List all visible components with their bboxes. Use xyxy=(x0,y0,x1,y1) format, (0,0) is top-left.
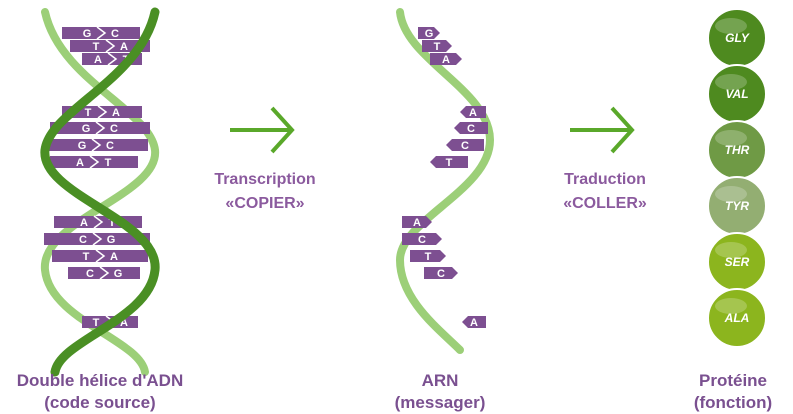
base-letter-left: G xyxy=(78,140,87,152)
rna-backbone xyxy=(395,8,495,354)
amino-acid-label: THR xyxy=(725,143,750,157)
base-letter-left: T xyxy=(85,107,92,119)
base-letter-right: A xyxy=(120,41,128,53)
rna-base-letter: A xyxy=(413,217,421,229)
rna-base-letter: C xyxy=(437,268,445,280)
rna-base-letter: C xyxy=(461,140,469,152)
amino-acid-bead: SER xyxy=(707,232,767,292)
base-letter-right: C xyxy=(106,140,114,152)
amino-acid-bead: TYR xyxy=(707,176,767,236)
rna-base: A xyxy=(460,106,486,119)
rna-base: C xyxy=(454,122,488,135)
rna-base: T xyxy=(422,40,452,53)
base-letter-right: G xyxy=(107,234,116,246)
base-letter-right: T xyxy=(105,157,112,169)
protein-chain: GLY VAL THR TYR SER ALA xyxy=(707,8,767,348)
rna-base: C xyxy=(446,139,484,152)
transcription-title: Transcription xyxy=(214,171,316,188)
dna-caption-title: Double hélice d'ADN xyxy=(16,371,184,390)
rna-base-letter: T xyxy=(446,157,453,169)
base-letter-left: T xyxy=(93,41,100,53)
rna-base-letter: T xyxy=(434,41,441,53)
protein-caption: Protéine (fonction) xyxy=(673,370,793,414)
rna-base-letter: G xyxy=(425,28,434,40)
base-letter-right: C xyxy=(110,123,118,135)
rna-base-letter: A xyxy=(442,54,450,66)
base-letter-left: C xyxy=(79,234,87,246)
base-letter-left: A xyxy=(94,54,102,66)
transcription-label: Transcription «COPIER» xyxy=(190,168,340,216)
rna-base: T xyxy=(410,250,446,263)
rna-base: A xyxy=(430,53,462,66)
base-letter-left: T xyxy=(83,251,90,263)
rna-base: G xyxy=(418,27,440,40)
base-letter-right: C xyxy=(111,28,119,40)
base-letter-left: T xyxy=(93,317,100,329)
protein-caption-title: Protéine xyxy=(698,371,768,390)
translation-label: Traduction «COLLER» xyxy=(530,168,680,216)
translation-title: Traduction xyxy=(564,171,646,188)
rna-base-letter: C xyxy=(467,123,475,135)
amino-acid-bead: GLY xyxy=(707,8,767,68)
dna-caption-subtitle: (code source) xyxy=(44,393,156,412)
base-letter-left: A xyxy=(76,157,84,169)
rna-base: C xyxy=(402,233,442,246)
amino-acid-bead: ALA xyxy=(707,288,767,348)
base-letter-left: A xyxy=(80,217,88,229)
amino-acid-bead: VAL xyxy=(707,64,767,124)
dna-caption: Double hélice d'ADN (code source) xyxy=(0,370,200,414)
base-letter-right: A xyxy=(110,251,118,263)
amino-acid-label: TYR xyxy=(725,199,749,213)
base-letter-left: C xyxy=(86,268,94,280)
transcription-subtitle: «COPIER» xyxy=(225,195,305,212)
transcription-arrow xyxy=(230,106,295,154)
base-letter-left: G xyxy=(83,28,92,40)
rna-base-letter: A xyxy=(469,107,477,119)
base-letter-right: G xyxy=(114,268,123,280)
base-letter-right: A xyxy=(120,317,128,329)
base-letter-right: A xyxy=(112,107,120,119)
base-letter-left: G xyxy=(82,123,91,135)
protein-caption-subtitle: (fonction) xyxy=(693,393,773,412)
rna-base-letter: T xyxy=(425,251,432,263)
dna-strand-front xyxy=(40,7,160,377)
rna-base: A xyxy=(402,216,432,229)
rna-base: C xyxy=(424,267,458,280)
amino-acid-label: SER xyxy=(725,255,750,269)
rna-base: T xyxy=(430,156,468,169)
rna-base: A xyxy=(462,316,486,329)
amino-acid-label: GLY xyxy=(725,31,750,45)
rna-base-letter: C xyxy=(418,234,426,246)
amino-acid-bead: THR xyxy=(707,120,767,180)
translation-arrow xyxy=(570,106,635,154)
rna-base-letter: A xyxy=(470,317,478,329)
rna-caption: ARN (messager) xyxy=(370,370,510,414)
rna-caption-title: ARN xyxy=(421,371,459,390)
translation-subtitle: «COLLER» xyxy=(563,195,647,212)
amino-acid-label: VAL xyxy=(725,87,748,101)
base-letter-right: T xyxy=(109,217,116,229)
rna-caption-subtitle: (messager) xyxy=(394,393,486,412)
amino-acid-label: ALA xyxy=(724,311,750,325)
